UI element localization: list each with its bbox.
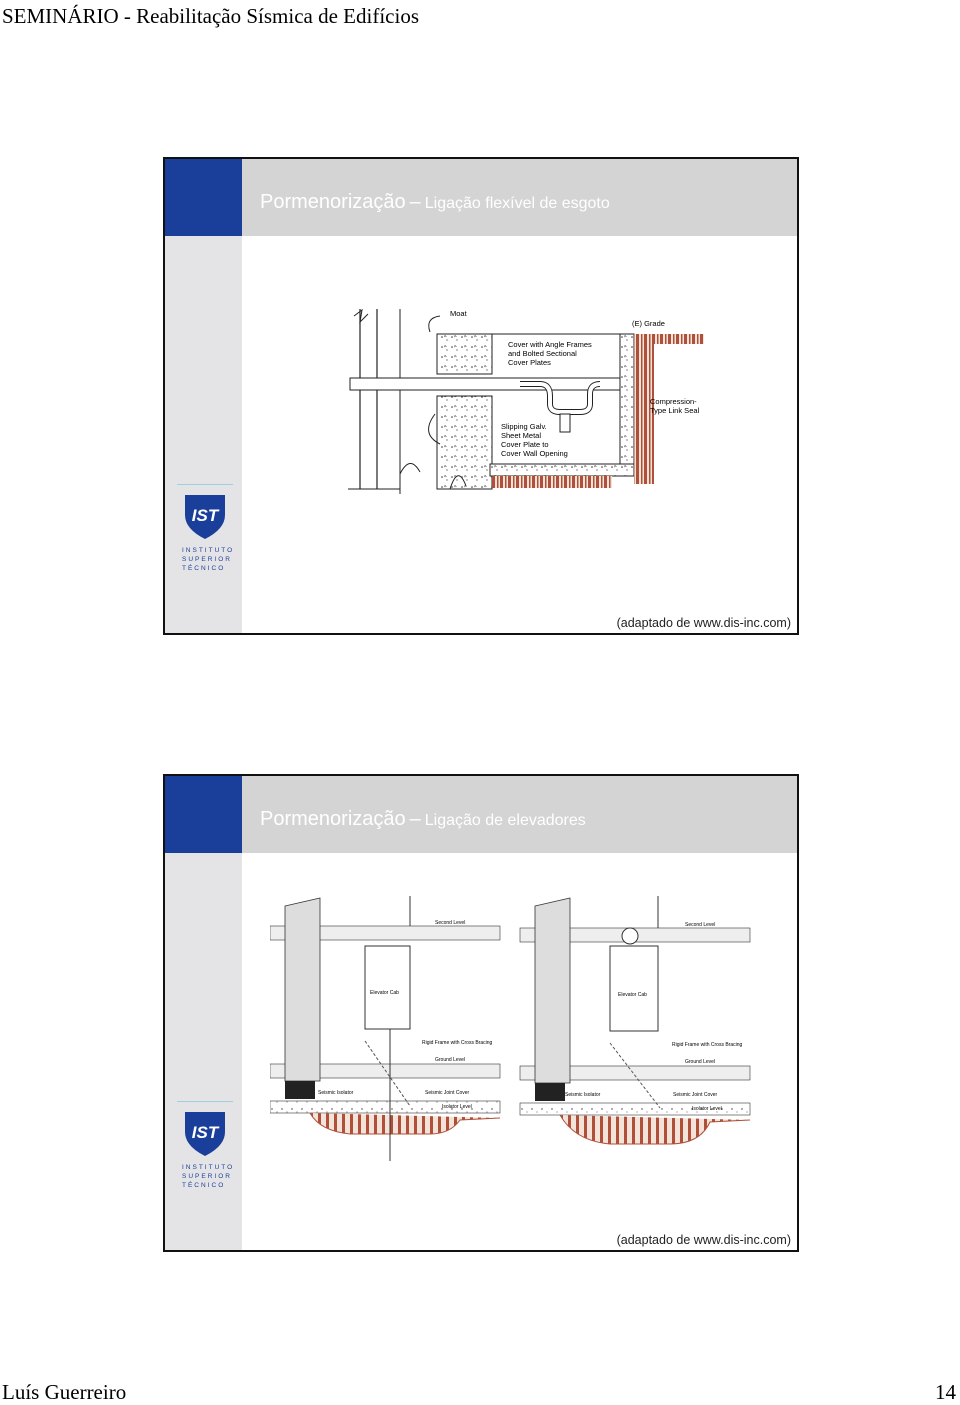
- label-isolator-level-right: Isolator Level: [692, 1106, 722, 1112]
- label-second-level-right: Second Level: [685, 922, 715, 928]
- slide-corner-block: [165, 776, 242, 853]
- label-seismic-joint-cover-right: Seismic Joint Cover: [673, 1092, 718, 1098]
- slide-sewer-connection: Pormenorização–Ligação flexível de esgot…: [163, 157, 799, 635]
- label-second-level-left: Second Level: [435, 920, 465, 926]
- label-slipping-3: Cover Plate to: [501, 440, 549, 449]
- slide-title-sub: Ligação flexível de esgoto: [424, 195, 610, 212]
- label-ground-level-left: Ground Level: [435, 1057, 465, 1063]
- label-cover-3: Cover Plates: [508, 358, 551, 367]
- label-elevator-cab-left: Elevator Cab: [370, 990, 399, 996]
- slide-credit: (adaptado de www.dis-inc.com): [616, 616, 791, 630]
- label-slipping-4: Cover Wall Opening: [501, 449, 568, 458]
- page-header: SEMINÁRIO - Reabilitação Sísmica de Edif…: [2, 4, 419, 28]
- slide-elevator-connection: Pormenorização–Ligação de elevadores IST…: [163, 774, 799, 1252]
- elevator-detail-left: Second Level Elevator Cab Rigid Frame wi…: [270, 896, 501, 1161]
- label-grade: (E) Grade: [632, 319, 665, 328]
- label-seismic-isolator-left: Seismic Isolator: [318, 1090, 354, 1096]
- elevator-detail-right: Second Level Elevator Cab Rigid Frame wi…: [519, 896, 751, 1145]
- elevator-detail-drawing: Second Level Elevator Cab Rigid Frame wi…: [270, 896, 751, 1161]
- slide-sidebar: [165, 236, 242, 633]
- label-elevator-cab-right: Elevator Cab: [618, 992, 647, 998]
- slide-title-main: Pormenorização: [260, 191, 406, 213]
- label-cover-1: Cover with Angle Frames: [508, 340, 592, 349]
- footer-author: Luís Guerreiro: [2, 1380, 127, 1404]
- slide-title-main: Pormenorização: [260, 808, 406, 830]
- label-rigid-frame-right: Rigid Frame with Cross Bracing: [672, 1042, 743, 1048]
- slide-title-bar: [242, 776, 797, 853]
- slide-title-sub: Ligação de elevadores: [424, 812, 586, 829]
- label-rigid-frame-left: Rigid Frame with Cross Bracing: [422, 1040, 493, 1046]
- slide-title: Pormenorização–Ligação de elevadores: [260, 808, 586, 830]
- label-moat: Moat: [450, 309, 468, 318]
- label-compression-2: Type Link Seal: [650, 406, 700, 415]
- label-cover-2: and Bolted Sectional: [508, 349, 577, 358]
- slide-credit: (adaptado de www.dis-inc.com): [616, 1233, 791, 1247]
- label-seismic-joint-cover-left: Seismic Joint Cover: [425, 1090, 470, 1096]
- label-ground-level-right: Ground Level: [685, 1059, 715, 1065]
- ist-shield-icon: IST: [185, 1112, 225, 1156]
- slide-corner-block: [165, 159, 242, 236]
- logo-mark: IST: [192, 506, 220, 525]
- ist-shield-icon: IST: [185, 495, 225, 539]
- slide-title: Pormenorização–Ligação flexível de esgot…: [260, 191, 610, 213]
- label-compression-1: Compression-: [650, 397, 697, 406]
- label-slipping-1: Slipping Galv.: [501, 422, 547, 431]
- label-isolator-level-left: Isolator Level: [442, 1104, 472, 1110]
- logo-mark: IST: [192, 1123, 220, 1142]
- sewer-detail-drawing: Moat (E) Grade Cover with Angle Frames a…: [348, 308, 704, 494]
- slide-title-bar: [242, 159, 797, 236]
- slide-sidebar: [165, 853, 242, 1250]
- page-number: 14: [935, 1380, 956, 1404]
- label-seismic-isolator-right: Seismic Isolator: [565, 1092, 601, 1098]
- label-slipping-2: Sheet Metal: [501, 431, 541, 440]
